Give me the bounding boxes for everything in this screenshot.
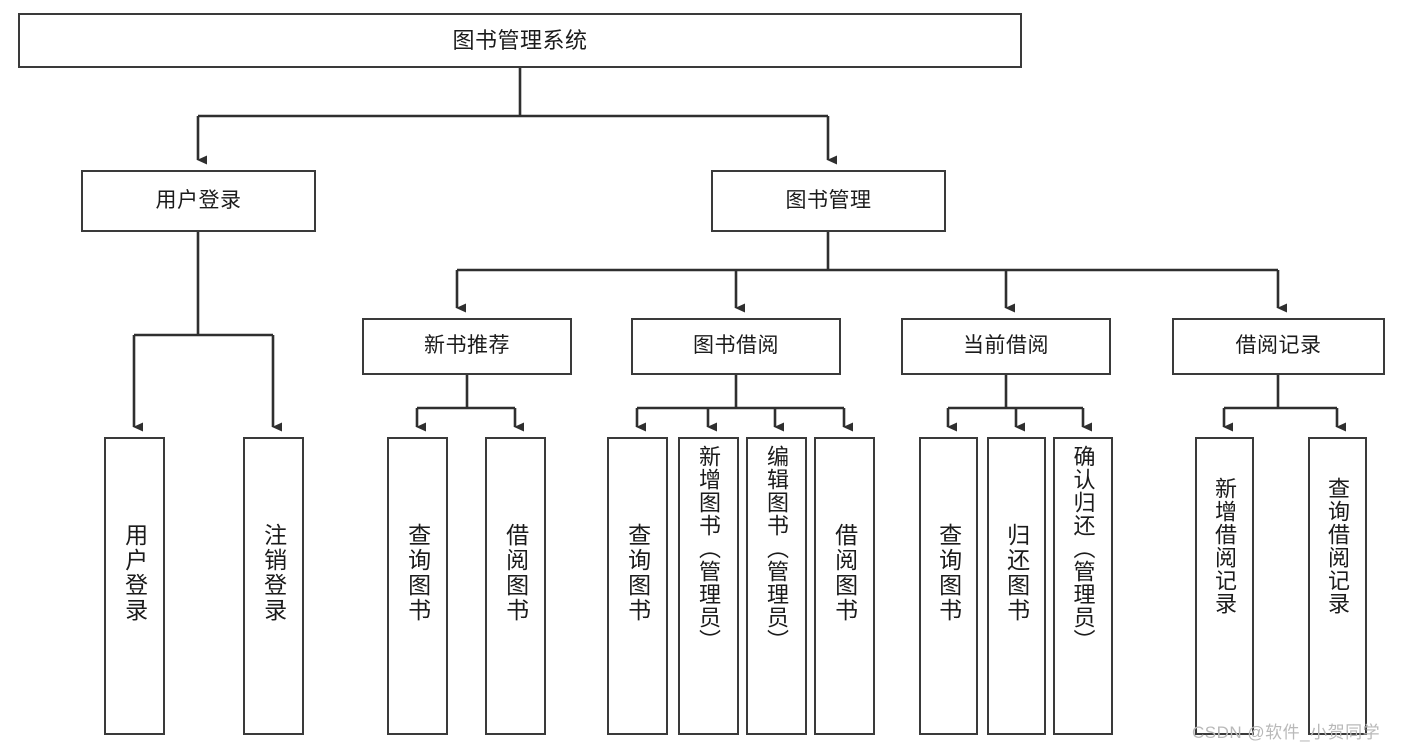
node-leaf-edit-book-label: 编辑图书（管理员）	[764, 445, 790, 652]
node-leaf-logout-login[interactable]: 注销登录	[243, 437, 304, 735]
node-leaf-query-book-2[interactable]: 查询图书	[607, 437, 668, 735]
node-leaf-query-book-2-label: 查询图书	[624, 523, 651, 623]
node-leaf-user-login-label: 用户登录	[121, 523, 148, 623]
node-user-login-label: 用户登录	[155, 188, 242, 212]
node-leaf-borrow-book-1[interactable]: 借阅图书	[485, 437, 546, 735]
node-leaf-edit-book[interactable]: 编辑图书（管理员）	[746, 437, 807, 735]
node-leaf-add-record[interactable]: 新增借阅记录	[1195, 437, 1254, 735]
node-leaf-return-book[interactable]: 归还图书	[987, 437, 1046, 735]
node-leaf-borrow-book-2[interactable]: 借阅图书	[814, 437, 875, 735]
node-book-borrow[interactable]: 图书借阅	[631, 318, 841, 375]
node-leaf-query-book-1-label: 查询图书	[404, 523, 431, 623]
node-leaf-confirm-return[interactable]: 确认归还（管理员）	[1053, 437, 1113, 735]
node-leaf-borrow-book-2-label: 借阅图书	[831, 523, 858, 623]
node-root[interactable]: 图书管理系统	[18, 13, 1022, 68]
node-leaf-query-record[interactable]: 查询借阅记录	[1308, 437, 1367, 735]
node-leaf-confirm-return-label: 确认归还（管理员）	[1070, 445, 1096, 652]
node-current-borrow-label: 当前借阅	[963, 334, 1049, 358]
node-leaf-query-book-3-label: 查询图书	[935, 523, 962, 623]
node-current-borrow[interactable]: 当前借阅	[901, 318, 1111, 375]
node-borrow-record-label: 借阅记录	[1235, 334, 1322, 358]
node-new-book-recommend[interactable]: 新书推荐	[362, 318, 572, 375]
node-leaf-user-login[interactable]: 用户登录	[104, 437, 165, 735]
node-leaf-add-book[interactable]: 新增图书（管理员）	[678, 437, 739, 735]
node-leaf-logout-login-label: 注销登录	[260, 523, 287, 623]
node-leaf-add-record-label: 新增借阅记录	[1212, 477, 1238, 615]
node-book-manage[interactable]: 图书管理	[711, 170, 946, 232]
node-borrow-record[interactable]: 借阅记录	[1172, 318, 1385, 375]
node-new-book-recommend-label: 新书推荐	[424, 334, 510, 358]
watermark: CSDN @软件_小贺同学	[1192, 723, 1381, 742]
node-book-manage-label: 图书管理	[785, 188, 872, 212]
node-book-borrow-label: 图书借阅	[693, 334, 779, 358]
node-leaf-return-book-label: 归还图书	[1003, 523, 1030, 623]
node-leaf-query-record-label: 查询借阅记录	[1325, 477, 1351, 615]
node-leaf-borrow-book-1-label: 借阅图书	[502, 523, 529, 623]
node-leaf-add-book-label: 新增图书（管理员）	[696, 445, 722, 652]
node-leaf-query-book-1[interactable]: 查询图书	[387, 437, 448, 735]
node-root-label: 图书管理系统	[452, 27, 588, 53]
node-user-login[interactable]: 用户登录	[81, 170, 316, 232]
node-leaf-query-book-3[interactable]: 查询图书	[919, 437, 978, 735]
